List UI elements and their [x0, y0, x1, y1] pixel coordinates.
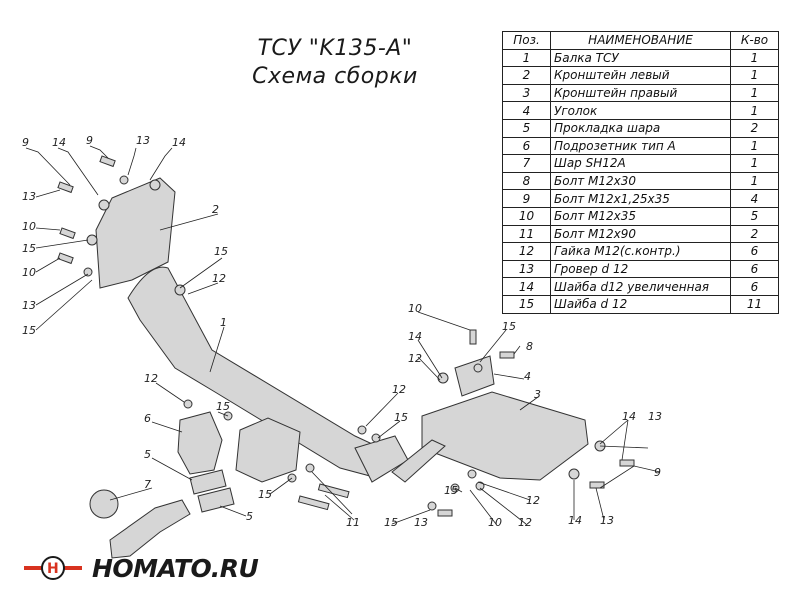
label-12: 12 — [212, 272, 226, 285]
cell-name: Болт М12х1,25х35 — [550, 189, 731, 208]
cell-qty: 11 — [730, 294, 779, 314]
label-15: 15 — [384, 516, 398, 529]
parts-table-header: Поз. НАИМЕНОВАНИЕ К-во — [502, 31, 779, 50]
label-14: 14 — [52, 136, 66, 149]
label-9: 9 — [22, 136, 29, 149]
label-8: 8 — [526, 340, 533, 353]
center-bracket-part — [235, 417, 301, 483]
right-bracket-side — [391, 439, 446, 483]
cell-name: Шайба d 12 — [550, 294, 731, 314]
label-15: 15 — [502, 320, 516, 333]
label-9: 9 — [86, 134, 93, 147]
label-15: 15 — [216, 400, 230, 413]
homato-emblem-icon: H — [24, 556, 82, 580]
label-13: 13 — [600, 514, 614, 527]
label-11: 11 — [346, 516, 360, 529]
label-14: 14 — [408, 330, 422, 343]
socket-plate-part — [177, 411, 223, 475]
label-15: 15 — [214, 245, 228, 258]
label-10: 10 — [22, 266, 36, 279]
label-12: 12 — [144, 372, 158, 385]
angle-part — [454, 355, 495, 397]
label-1: 1 — [220, 316, 227, 329]
cell-name: Болт М12х35 — [550, 206, 731, 226]
label-15: 15 — [22, 324, 36, 337]
label-10: 10 — [488, 516, 502, 529]
right-bracket-part — [421, 391, 589, 481]
label-9: 9 — [654, 466, 661, 479]
header-pos: Поз. — [502, 31, 551, 50]
drawing-subtitle: Схема сборки — [252, 64, 418, 89]
cell-qty: 2 — [730, 118, 779, 138]
label-14: 12 — [526, 494, 540, 507]
label-12: 12 — [392, 383, 406, 396]
svg-text:H: H — [47, 561, 59, 577]
label-10: 10 — [408, 302, 422, 315]
drawing-title: ТСУ "K135-A" — [257, 36, 413, 61]
label-14: 14 — [172, 136, 186, 149]
cell-name: Подрозетник тип А — [550, 136, 731, 156]
cell-qty: 6 — [730, 277, 779, 296]
label-14: 14 — [622, 410, 636, 423]
label-14: 14 — [568, 514, 582, 527]
label-4: 4 — [524, 370, 531, 383]
label-13: 13 — [648, 410, 662, 423]
label-2: 2 — [212, 203, 219, 216]
label-3: 3 — [534, 388, 541, 401]
tow-ball-part — [109, 499, 191, 559]
label-10: 10 — [22, 220, 36, 233]
cell-name: Кронштейн левый — [550, 66, 731, 85]
label-13: 13 — [22, 299, 36, 312]
label-12: 12 — [408, 352, 422, 365]
label-13: 13 — [414, 516, 428, 529]
cell-pos: 11 — [502, 224, 551, 244]
beam-part — [127, 266, 386, 477]
brand-logo: H HOMATO.RU — [22, 548, 259, 588]
label-15: 15 — [444, 484, 458, 497]
label-15: 15 — [22, 242, 36, 255]
label-13: 13 — [22, 190, 36, 203]
label-15: 15 — [394, 411, 408, 424]
logo-text: HOMATO.RU — [92, 553, 259, 583]
ball-plate-part — [189, 469, 227, 495]
label-7: 7 — [144, 478, 151, 491]
tow-ball-head — [89, 489, 119, 519]
label-5: 5 — [246, 510, 253, 523]
label-15: 15 — [258, 488, 272, 501]
label-12: 12 — [518, 516, 532, 529]
label-13: 13 — [136, 134, 150, 147]
cell-name: Прокладка шара — [550, 118, 731, 138]
ball-plate-part — [197, 487, 235, 513]
label-6: 6 — [144, 412, 151, 425]
label-5: 5 — [144, 448, 151, 461]
